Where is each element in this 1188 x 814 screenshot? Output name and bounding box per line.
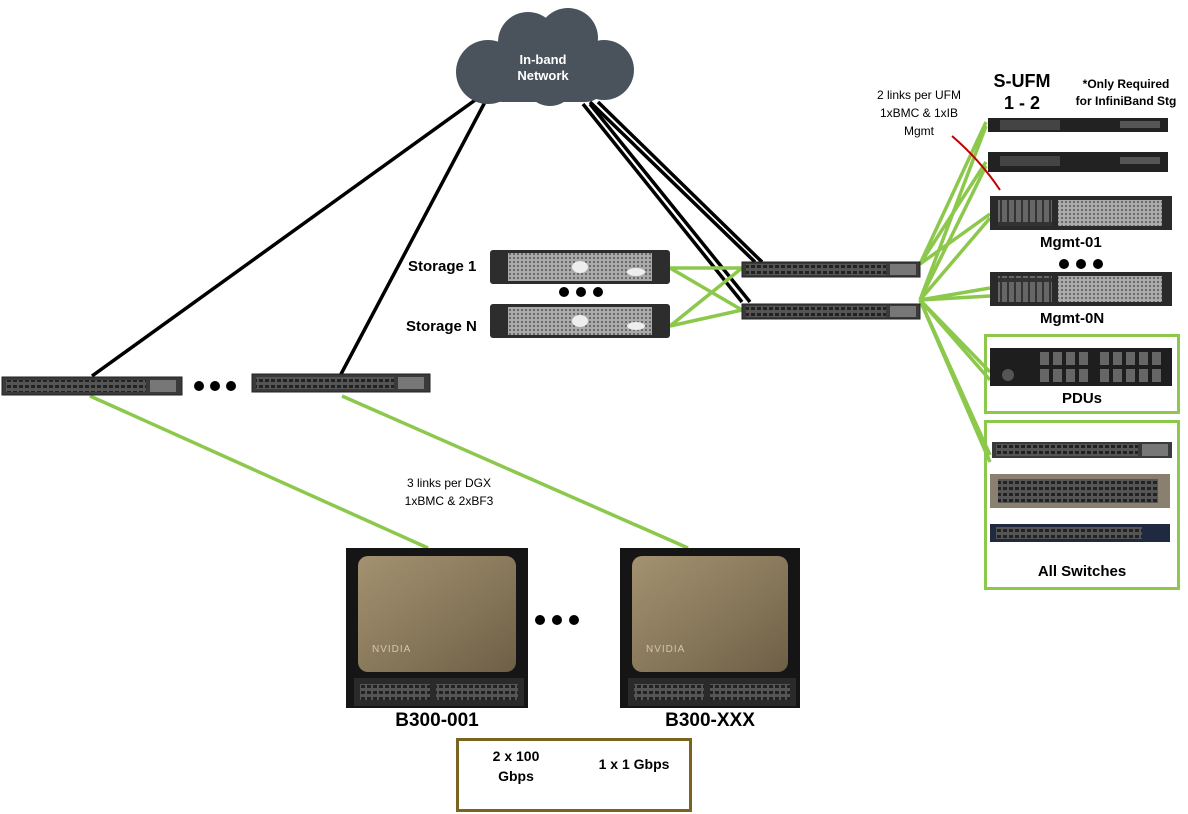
infiniband-switch-device	[990, 474, 1170, 508]
storage-1-to-switch-2-link	[669, 266, 743, 312]
legend-black-line2: Gbps	[498, 768, 534, 784]
ufm-note-line2: for InfiniBand Stg	[1075, 94, 1177, 108]
all-switches-group	[984, 420, 1180, 590]
switch-1-to-mgmt-01-link	[918, 212, 992, 266]
black-links	[90, 96, 764, 378]
pdu-device	[990, 348, 1172, 386]
ufm-server-1	[988, 118, 1168, 132]
management-switch-2	[741, 303, 921, 320]
b300-xxx-brand: NVIDIA	[646, 644, 686, 655]
ufm-title-line1: S-UFM	[993, 71, 1051, 91]
ufm-links-arc	[951, 135, 1001, 191]
ellipsis-leaf-switches	[194, 381, 236, 391]
switch-2-to-mgmt-0n-link-b	[919, 294, 991, 302]
management-switch-1	[741, 261, 921, 278]
switch-2-to-ufm-2-link	[918, 165, 988, 301]
cloud-to-leaf-switch-n-link	[338, 101, 487, 377]
cloud-to-mgmt-switch-1-link-b	[596, 100, 764, 264]
pdus-group	[984, 334, 1180, 414]
ellipsis-mgmt	[1059, 259, 1103, 269]
spectrum-switch-device	[990, 524, 1170, 542]
ufm-note-line1: *Only Required	[1082, 77, 1170, 91]
mgmt-01-label: Mgmt-01	[1040, 234, 1102, 251]
ufm-title: S-UFM 1 - 2	[986, 70, 1058, 114]
switch-2-to-ufm-1-link	[918, 125, 988, 301]
ufm-links-line3: Mgmt	[904, 124, 934, 138]
dgx-links-note: 3 links per DGX 1xBMC & 2xBF3	[384, 474, 514, 510]
switch-1-to-ufm-1-link	[918, 121, 988, 265]
switch-2-to-all-switches-link-b	[918, 299, 992, 463]
in-band-network-cloud	[456, 8, 634, 106]
b300-001-label: B300-001	[395, 710, 479, 731]
cloud-to-mgmt-switch-1-link-a	[588, 100, 757, 264]
mgmt-0n-server	[990, 272, 1172, 306]
b300-001-brand: NVIDIA	[372, 644, 412, 655]
ufm-links-line1: 2 links per UFM	[876, 88, 962, 102]
ufm-note: *Only Required for InfiniBand Stg	[1066, 76, 1186, 110]
storage-1-server	[490, 250, 670, 284]
storage-n-label: Storage N	[406, 318, 477, 335]
b300-001-system	[346, 548, 528, 708]
ethernet-switch-device	[992, 442, 1172, 458]
legend-black-line1: 2 x 100	[492, 748, 540, 764]
switch-2-to-pdus-link-b	[918, 298, 992, 382]
leaf-switch-n	[251, 373, 431, 393]
mgmt-01-server	[990, 196, 1172, 230]
legend-green-label: 1 x 1 Gbps	[598, 756, 670, 772]
leaf-switch-1-to-b300-001-link	[89, 394, 429, 550]
ufm-links-line2: 1xBMC & 1xIB	[879, 106, 959, 120]
b300-xxx-system	[620, 548, 800, 708]
b300-xxx-label: B300-XXX	[665, 710, 755, 731]
mgmt-0n-label: Mgmt-0N	[1040, 310, 1105, 327]
ellipsis-storage	[559, 287, 603, 297]
leaf-switch-n-to-b300-xxx-link	[341, 394, 689, 550]
ufm-title-line2: 1 - 2	[1003, 93, 1041, 113]
ufm-server-2	[988, 152, 1168, 172]
cloud-to-leaf-switch-1-link	[90, 96, 480, 378]
legend-black-label: 2 x 100 Gbps	[470, 746, 562, 786]
leaf-switch-1	[1, 376, 183, 396]
legend-box	[456, 738, 692, 812]
all-switches-label: All Switches	[1037, 563, 1127, 580]
dgx-links-line1: 3 links per DGX	[406, 476, 492, 490]
pdus-label: PDUs	[1061, 390, 1102, 407]
ufm-links-note: 2 links per UFM 1xBMC & 1xIB Mgmt	[862, 86, 976, 140]
switch-2-to-mgmt-01-link	[918, 216, 992, 302]
storage-n-server	[490, 304, 670, 338]
ellipsis-dgx	[535, 615, 579, 625]
storage-n-to-switch-2-link	[669, 308, 743, 328]
dgx-links-line2: 1xBMC & 2xBF3	[404, 494, 494, 508]
green-links	[89, 121, 992, 550]
storage-n-to-switch-1-link	[668, 266, 744, 328]
cloud-label: In-band Network	[517, 52, 569, 83]
storage-1-label: Storage 1	[408, 258, 477, 275]
